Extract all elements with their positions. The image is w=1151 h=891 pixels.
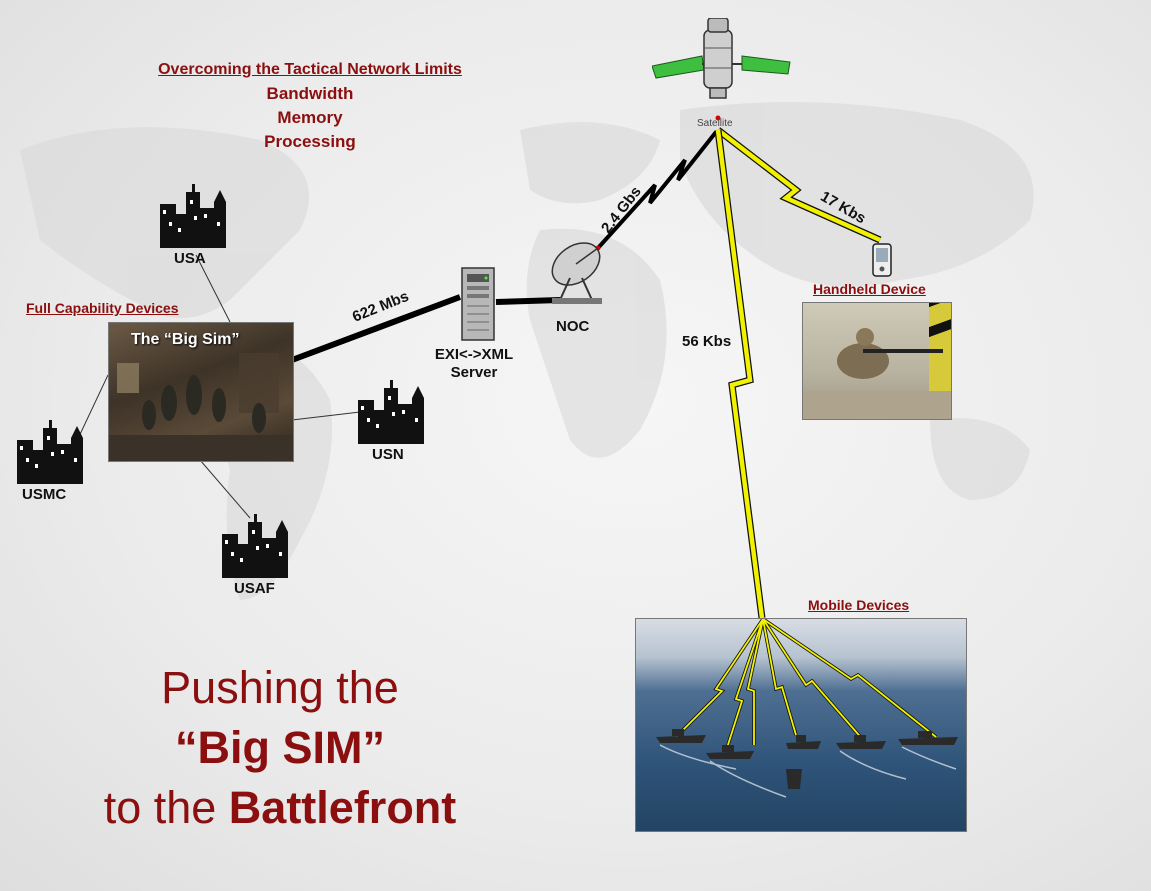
handheld-device-icon	[872, 243, 892, 277]
usn-city-icon	[358, 380, 424, 444]
bolt-sat-mobile-outline	[714, 129, 766, 619]
link-label-56kbs: 56 Kbs	[682, 333, 732, 350]
headline-line1: Pushing the	[161, 662, 399, 713]
noc-label: NOC	[556, 318, 590, 335]
soldier-scene-image	[803, 303, 951, 419]
headline-line3-bold: Battlefront	[228, 782, 457, 833]
server-label-line1: EXI<->XML	[434, 346, 514, 363]
limit-bandwidth: Bandwidth	[266, 84, 354, 103]
server-icon	[461, 267, 495, 341]
limit-memory: Memory	[277, 108, 343, 127]
server-label: EXI<->XML Server	[424, 346, 524, 382]
limit-processing: Processing	[264, 132, 356, 151]
headline-block: Pushing the “Big SIM” to the Battlefront	[40, 658, 520, 838]
satellite-label: Satellite	[697, 118, 733, 129]
usaf-label: USAF	[234, 580, 275, 597]
satellite-icon	[652, 18, 791, 99]
soldiers-scene-image	[109, 353, 293, 461]
big-sim-screenshot: The “Big Sim”	[108, 322, 294, 462]
usmc-city-icon	[17, 420, 83, 484]
link-usa	[195, 254, 231, 323]
network-limits-title: Overcoming the Tactical Network Limits	[158, 61, 462, 78]
handheld-heading: Handheld Device	[813, 281, 926, 297]
naval-fleet-photo	[635, 618, 967, 832]
fleet-scene-image	[656, 619, 958, 798]
network-limits-title-block: Overcoming the Tactical Network Limits B…	[80, 58, 540, 154]
usaf-city-icon	[222, 514, 288, 578]
headline-line2: “Big SIM”	[175, 722, 385, 773]
link-usn	[291, 411, 361, 421]
link-usaf	[199, 459, 251, 519]
bolt-sat-handheld	[716, 128, 881, 243]
usmc-label: USMC	[22, 486, 67, 503]
satellite-point	[715, 115, 721, 121]
handheld-soldier-photo	[802, 302, 952, 420]
full-capability-heading: Full Capability Devices	[26, 300, 179, 316]
satellite-dish-icon	[551, 242, 602, 304]
bolt-sat-noc	[596, 130, 718, 250]
usn-label: USN	[372, 446, 404, 463]
headline-line3: to the Battlefront	[40, 778, 520, 838]
mobile-heading: Mobile Devices	[808, 597, 910, 613]
usa-label: USA	[174, 250, 206, 267]
server-label-line2: Server	[450, 364, 498, 381]
usa-city-icon	[160, 184, 226, 248]
big-sim-label: The “Big Sim”	[131, 331, 240, 348]
link-server-bigsim	[290, 294, 462, 363]
bolt-sat-mobile	[715, 129, 765, 619]
headline-line3-prefix: to the	[103, 782, 229, 833]
link-server-noc	[495, 297, 561, 305]
